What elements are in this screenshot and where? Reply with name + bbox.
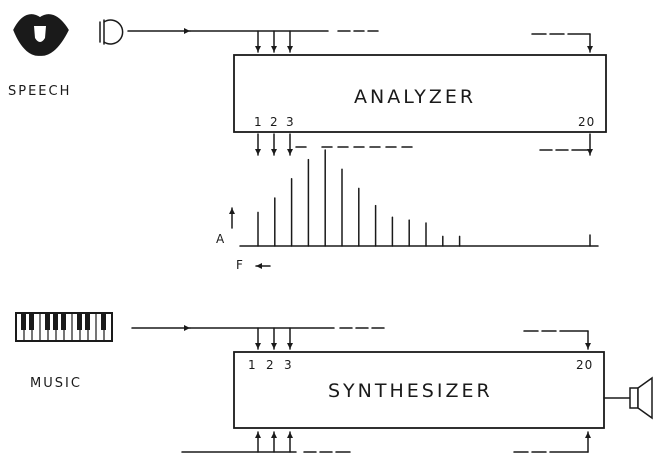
synthesizer-channel-3: 3 xyxy=(284,358,293,372)
synthesizer-box xyxy=(233,351,605,429)
speaker-icon xyxy=(603,376,653,420)
spectrum-plot xyxy=(229,149,599,269)
speech-signal-line xyxy=(127,28,593,53)
analyzer-box xyxy=(233,54,607,133)
analyzer-channel-3: 3 xyxy=(286,115,295,129)
keyboard-icon xyxy=(15,312,113,342)
synthesizer-inputs xyxy=(181,431,591,453)
amplitude-axis-label: A xyxy=(216,232,226,246)
analyzer-channel-2: 2 xyxy=(270,115,279,129)
microphone-icon xyxy=(99,19,124,45)
frequency-axis-label: F xyxy=(236,258,244,272)
analyzer-label: ANALYZER xyxy=(354,86,477,108)
analyzer-outputs xyxy=(255,133,593,156)
analyzer-channel-20: 20 xyxy=(578,115,596,129)
lips-icon xyxy=(13,14,69,56)
synthesizer-channel-1: 1 xyxy=(248,358,257,372)
speech-label: SPEECH xyxy=(8,84,72,99)
synthesizer-channel-20: 20 xyxy=(576,358,594,372)
synthesizer-label: SYNTHESIZER xyxy=(328,380,493,402)
music-signal-line xyxy=(131,325,591,350)
music-label: MUSIC xyxy=(30,376,82,391)
synthesizer-channel-2: 2 xyxy=(266,358,275,372)
analyzer-channel-1: 1 xyxy=(254,115,263,129)
